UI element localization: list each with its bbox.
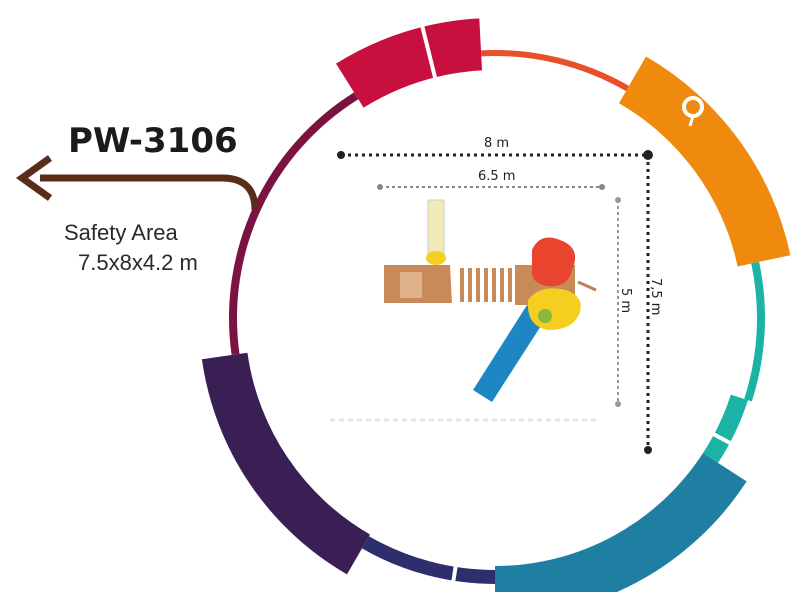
ring-segment [336, 18, 483, 108]
dimension-outer-depth: 7,5 m [644, 155, 663, 454]
bridge [460, 268, 512, 302]
safety-ring [201, 18, 791, 592]
ring-gap [449, 559, 459, 592]
ring-segment [619, 56, 791, 267]
ring-segment [702, 394, 748, 463]
playground-structure [384, 199, 597, 402]
left-arrow-icon [15, 155, 259, 211]
slide [473, 305, 546, 402]
red-roof [531, 237, 576, 287]
outer-depth-label: 7,5 m [648, 278, 663, 315]
inner-width-label: 6.5 m [478, 169, 515, 184]
ring-segment [229, 92, 359, 356]
ring-gap [710, 431, 766, 463]
ring-segment [201, 352, 370, 575]
safety-area-dimensions: 7.5x8x4.2 m [78, 250, 198, 275]
dimension-inner-depth: 5 m [615, 197, 633, 407]
key-icon [682, 96, 704, 127]
ring-segment [495, 453, 747, 592]
ring-gap [419, 21, 438, 81]
ring-segment [480, 50, 629, 92]
inner-depth-label: 5 m [618, 288, 633, 313]
ring-segment [744, 261, 766, 402]
dimension-inner-width: 6.5 m [377, 169, 605, 190]
safety-area-label: Safety Area [64, 220, 179, 245]
yellow-climber [527, 288, 581, 330]
dimension-outer-width: 8 m [337, 136, 653, 160]
ring-segment [362, 536, 495, 584]
product-code: PW-3106 [68, 121, 238, 161]
outer-width-label: 8 m [484, 136, 509, 151]
